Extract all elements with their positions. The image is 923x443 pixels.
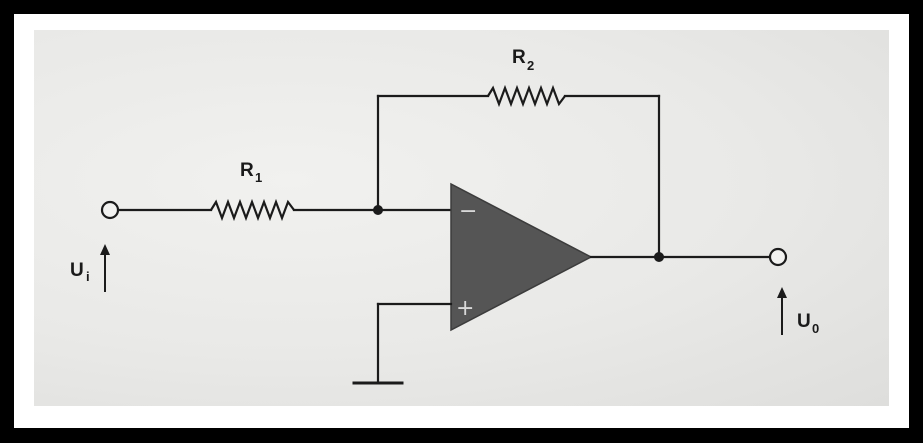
opamp-triangle: [450, 182, 593, 332]
junction-dot-input: [373, 205, 383, 215]
junction-dot-output: [654, 252, 664, 262]
output-voltage-subscript: 0: [812, 321, 819, 336]
resistor-r2: [487, 84, 566, 108]
resistor-r1: [210, 198, 295, 222]
opamp-inverting-sign: −: [459, 199, 477, 224]
r2-label: R: [512, 47, 526, 68]
output-voltage-label: U: [797, 311, 811, 332]
input-voltage-arrowhead: [100, 244, 110, 255]
input-terminal: [100, 200, 120, 220]
r1-label: R: [240, 160, 254, 181]
output-voltage-arrowhead: [777, 287, 787, 298]
r1-subscript: 1: [255, 170, 262, 185]
input-voltage-label: U: [70, 260, 84, 281]
input-voltage-subscript: i: [86, 269, 90, 284]
opamp-noninverting-sign: +: [456, 296, 474, 321]
r2-subscript: 2: [527, 58, 534, 73]
output-terminal: [768, 247, 788, 267]
